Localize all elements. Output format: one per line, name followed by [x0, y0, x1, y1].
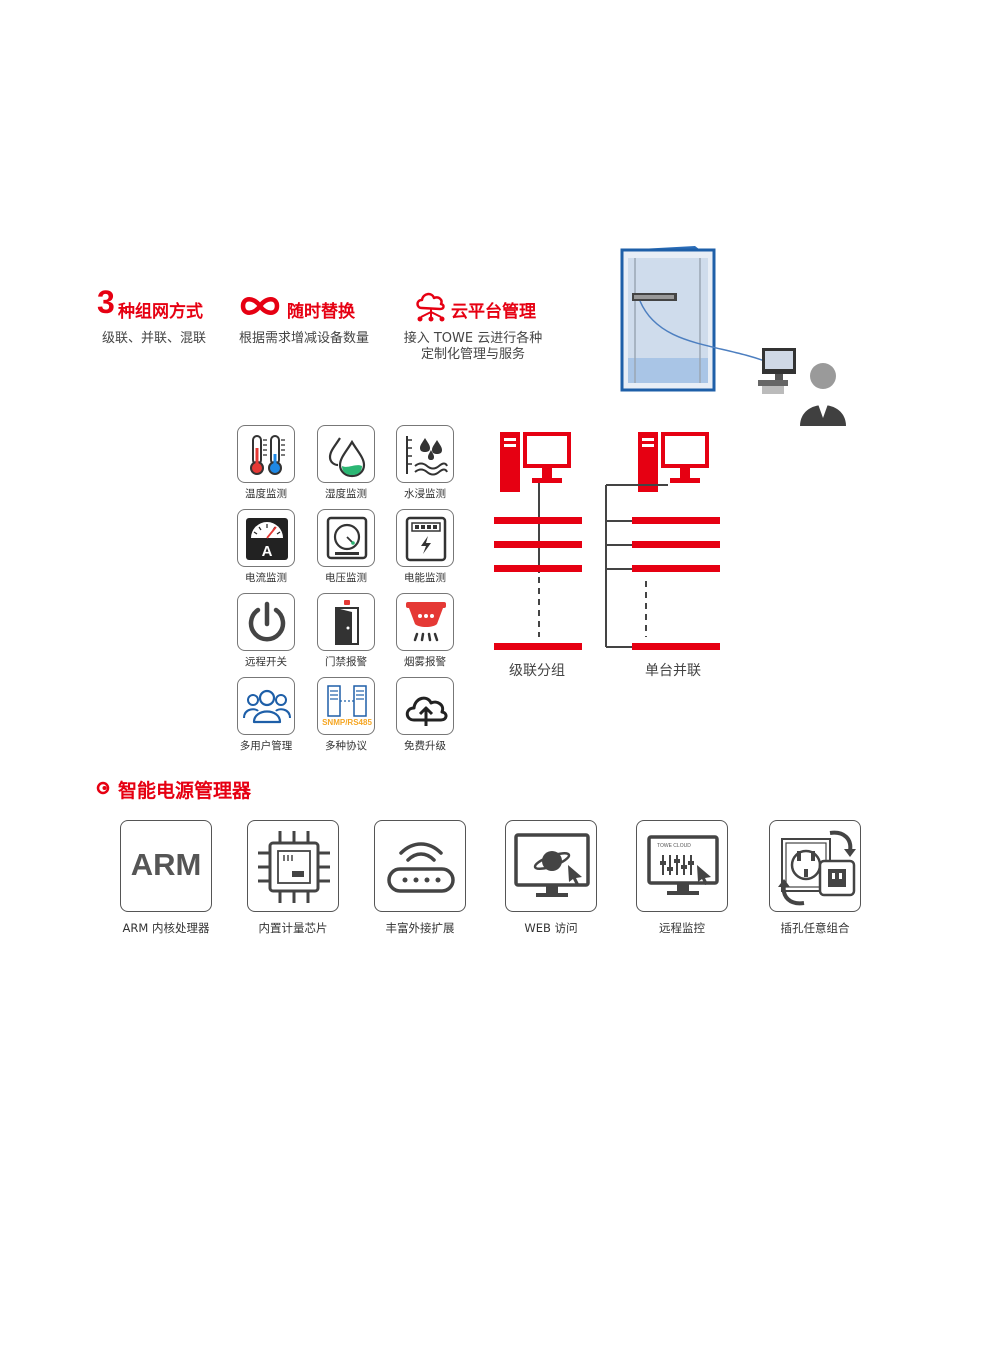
cloud-screen-text: TOWE CLOUD [657, 843, 691, 849]
protocol-badge: SNMP/RS485 [322, 718, 372, 727]
cloud-upload-icon [396, 677, 454, 735]
feature-title: 随时替换 [287, 302, 355, 322]
socket-combo-icon [769, 820, 861, 912]
parallel-computer-icon [638, 432, 709, 492]
feature-title: 云平台管理 [451, 302, 536, 322]
monitor-label: 门禁报警 [325, 656, 367, 668]
monitor-label: 烟雾报警 [404, 656, 446, 668]
protocol-icon: SNMP/RS485 [317, 677, 375, 735]
feature-desc-line2: 定制化管理与服务 [420, 347, 525, 362]
arm-chip-icon: ARM [120, 820, 212, 912]
monitor-label: 远程开关 [245, 656, 287, 668]
smoke-detector-icon [396, 593, 454, 651]
monitor-label: 温度监测 [245, 488, 287, 500]
voltmeter-icon [317, 509, 375, 567]
thermometer-icon [237, 425, 295, 483]
infinity-icon [240, 297, 280, 315]
feature-title: 种组网方式 [118, 302, 203, 322]
monitor-label: 电压监测 [325, 572, 367, 584]
cloud-network-icon [416, 292, 445, 322]
feature-label: ARM 内核处理器 [122, 921, 210, 935]
feature-number: 3 [97, 284, 115, 320]
monitor-label: 电流监测 [245, 572, 287, 584]
parallel-label: 单台并联 [645, 663, 701, 679]
users-icon [237, 677, 295, 735]
feature-desc-line1: 接入 TOWE 云进行各种 [403, 331, 543, 346]
power-icon [237, 593, 295, 651]
feature-desc: 级联、并联、混联 [101, 331, 206, 346]
monitor-label: 电能监测 [404, 572, 446, 584]
remote-monitor-icon: TOWE CLOUD [636, 820, 728, 912]
svg-text:A: A [262, 543, 273, 560]
water-leak-icon [396, 425, 454, 483]
humidity-icon [317, 425, 375, 483]
web-monitor-icon [505, 820, 597, 912]
section-bullet-icon [96, 781, 110, 795]
cascade-computer-icon [500, 432, 571, 492]
rack-illustration [620, 246, 846, 426]
network-diagram [494, 432, 720, 650]
ammeter-icon: A [237, 509, 295, 567]
monitor-label: 免费升级 [404, 740, 446, 752]
arm-text: ARM [130, 847, 202, 882]
metering-chip-icon [247, 820, 339, 912]
feature-label: 内置计量芯片 [258, 921, 328, 935]
feature-label: 丰富外接扩展 [385, 921, 455, 935]
monitor-label: 水浸监测 [404, 488, 446, 500]
feature-label: 远程监控 [659, 921, 705, 935]
section-title: 智能电源管理器 [118, 780, 252, 802]
monitor-label: 多用户管理 [239, 740, 293, 752]
cascade-label: 级联分组 [509, 663, 565, 679]
energy-meter-icon [396, 509, 454, 567]
feature-label: 插孔任意组合 [780, 921, 850, 935]
feature-desc: 根据需求增减设备数量 [238, 331, 369, 346]
door-alarm-icon [317, 593, 375, 651]
monitor-label: 多种协议 [325, 740, 367, 752]
monitor-label: 湿度监测 [325, 488, 367, 500]
feature-label: WEB 访问 [524, 921, 578, 935]
router-icon [374, 820, 466, 912]
